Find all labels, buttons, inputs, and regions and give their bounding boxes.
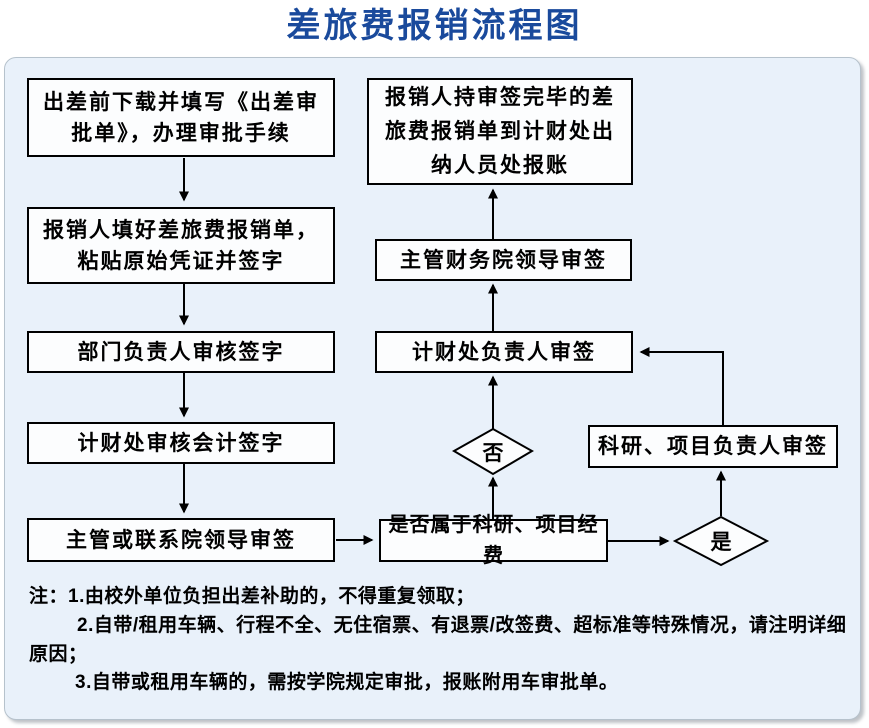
flow-box-is-research-fund: 是否属于科研、项目经费 (379, 514, 608, 567)
flow-box-fill-form: 报销人填好差旅费报销单， 粘贴原始凭证并签字 (27, 207, 335, 284)
note-line-4: 3.自带或租用车辆的，需按学院规定审批，报账附用车审批单。 (75, 672, 619, 693)
flow-box-submit-to-cashier: 报销人持审签完毕的差 旅费报销单到计财处出 纳人员处报账 (367, 78, 633, 185)
flow-box-research-pi-sign: 科研、项目负责人审签 (588, 425, 838, 468)
flow-box-finance-accountant-sign: 计财处审核会计签字 (27, 422, 335, 464)
decision-yes-label: 是 (710, 531, 732, 554)
flow-box-finance-dean-sign: 主管财务院领导审签 (375, 239, 632, 281)
note-line-2: 2.自带/租用车辆、行程不全、无住宿票、有退票/改签费、超标准等特殊情况，请注明… (77, 615, 847, 636)
flow-box-finance-chief-sign: 计财处负责人审签 (375, 331, 633, 373)
note-line-3: 原因； (29, 644, 88, 665)
decision-no-label: 否 (482, 442, 504, 465)
page-title: 差旅费报销流程图 (286, 8, 583, 45)
flow-box-download-form: 出差前下载并填写《出差审 批单》，办理审批手续 (27, 78, 335, 157)
flow-box-supervisor-dean-sign: 主管或联系院领导审签 (27, 518, 335, 562)
note-line-1: 注：1.由校外单位负担出差补助的，不得重复领取； (29, 586, 475, 607)
flow-box-dept-head-sign: 部门负责人审核签字 (27, 331, 335, 373)
